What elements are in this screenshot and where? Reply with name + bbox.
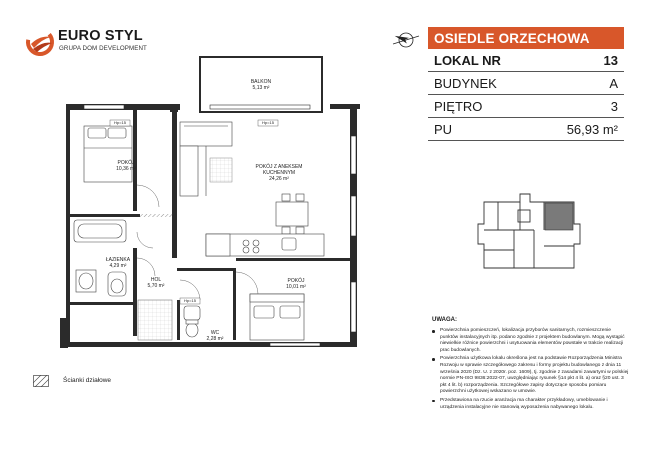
- windows: [83, 104, 357, 347]
- info-row-area: PU 56,93 m²: [428, 118, 624, 141]
- room-name: POKÓJ: [287, 278, 305, 284]
- legend-label: Ścianki działowe: [63, 377, 112, 384]
- wardrobe: [137, 299, 173, 341]
- rug: [209, 157, 233, 183]
- bed-room1: [83, 125, 133, 183]
- bed-room2: [249, 293, 305, 341]
- euro-styl-logo-icon: [26, 28, 54, 56]
- info-value: 56,93 m²: [566, 121, 618, 137]
- info-label: PIĘTRO: [434, 98, 483, 114]
- hp-tag-label: Hp=15: [184, 298, 196, 303]
- project-name: OSIEDLE ORZECHOWA: [428, 27, 624, 49]
- room-name-2: KUCHENNYM: [262, 170, 296, 176]
- room-name: HOL: [150, 277, 162, 283]
- info-value: 13: [603, 52, 618, 68]
- highlighted-unit: [544, 202, 574, 231]
- info-value: A: [609, 75, 618, 91]
- north-arrow-icon: [392, 32, 420, 48]
- room-area: 10,01 m²: [286, 284, 306, 290]
- info-value: 3: [610, 98, 618, 114]
- info-row-unit: LOKAL NR 13: [428, 49, 624, 72]
- brand: EURO STYL GRUPA DOM DEVELOPMENT: [25, 27, 165, 57]
- balcony: [199, 56, 323, 113]
- room-area: 4,29 m²: [109, 263, 127, 269]
- hp-tags: [109, 119, 279, 305]
- room-area: 5,13 m²: [252, 85, 270, 91]
- room-name: POKÓJ Z ANEKSEM: [255, 164, 303, 170]
- building-key-plan: [477, 193, 581, 269]
- room-label-balcony: BALKON 5,13 m²: [251, 79, 271, 91]
- hatch-swatch-icon: [33, 375, 49, 387]
- info-label: LOKAL NR: [434, 52, 501, 68]
- room-label-hall: HOL 5,70 m²: [148, 277, 165, 289]
- dining-table: [275, 193, 309, 235]
- door-swings: [136, 184, 259, 301]
- room-label-bedroom-1: POKÓJ 10,36 m²: [116, 160, 136, 172]
- sofa: [179, 121, 233, 197]
- room-name: BALKON: [250, 79, 272, 85]
- info-label: BUDYNEK: [434, 75, 497, 91]
- room-label-bathroom: ŁAZIENKA 4,29 m²: [106, 257, 130, 269]
- brand-subtitle: GRUPA DOM DEVELOPMENT: [59, 45, 147, 52]
- unit-info-table: OSIEDLE ORZECHOWA LOKAL NR 13 BUDYNEK A …: [428, 27, 624, 141]
- hp-tag-label: Hp=15: [262, 120, 274, 125]
- notes: UWAGA: Powierzchnia pomieszczeń, lokaliz…: [430, 317, 630, 413]
- room-name: POKÓJ: [117, 160, 135, 166]
- hp-tag-label: Hp=15: [114, 120, 126, 125]
- room-name: WC: [210, 330, 220, 336]
- interior-walls: [70, 110, 350, 340]
- info-label: PU: [434, 121, 453, 137]
- notes-title: UWAGA:: [432, 317, 457, 323]
- room-area: 24,26 m²: [269, 176, 289, 182]
- room-name: ŁAZIENKA: [105, 257, 131, 263]
- note-item: Powierzchnia użytkowa lokalu określona j…: [430, 356, 630, 396]
- kitchen-counter: [205, 233, 325, 257]
- info-row-floor: PIĘTRO 3: [428, 95, 624, 118]
- room-area: 5,70 m²: [147, 283, 165, 289]
- info-row-building: BUDYNEK A: [428, 72, 624, 95]
- notes-list: Powierzchnia pomieszczeń, lokalizacja pr…: [430, 328, 630, 411]
- brand-name: EURO STYL: [58, 28, 143, 44]
- wc-fixtures: [183, 305, 201, 338]
- note-item: Powierzchnia pomieszczeń, lokalizacja pr…: [430, 328, 630, 354]
- room-area: 2,28 m²: [206, 336, 224, 342]
- room-label-wc: WC 2,28 m²: [207, 330, 224, 342]
- bathroom-fixtures: [73, 219, 127, 297]
- partition-wall: [140, 214, 173, 217]
- room-label-bedroom-2: POKÓJ 10,01 m²: [286, 278, 306, 290]
- room-label-living-kitchen: POKÓJ Z ANEKSEM KUCHENNYM 24,26 m²: [256, 164, 303, 182]
- note-item: Przedstawiona na rzucie aranżacja ma cha…: [430, 398, 630, 411]
- room-area: 10,36 m²: [116, 166, 136, 172]
